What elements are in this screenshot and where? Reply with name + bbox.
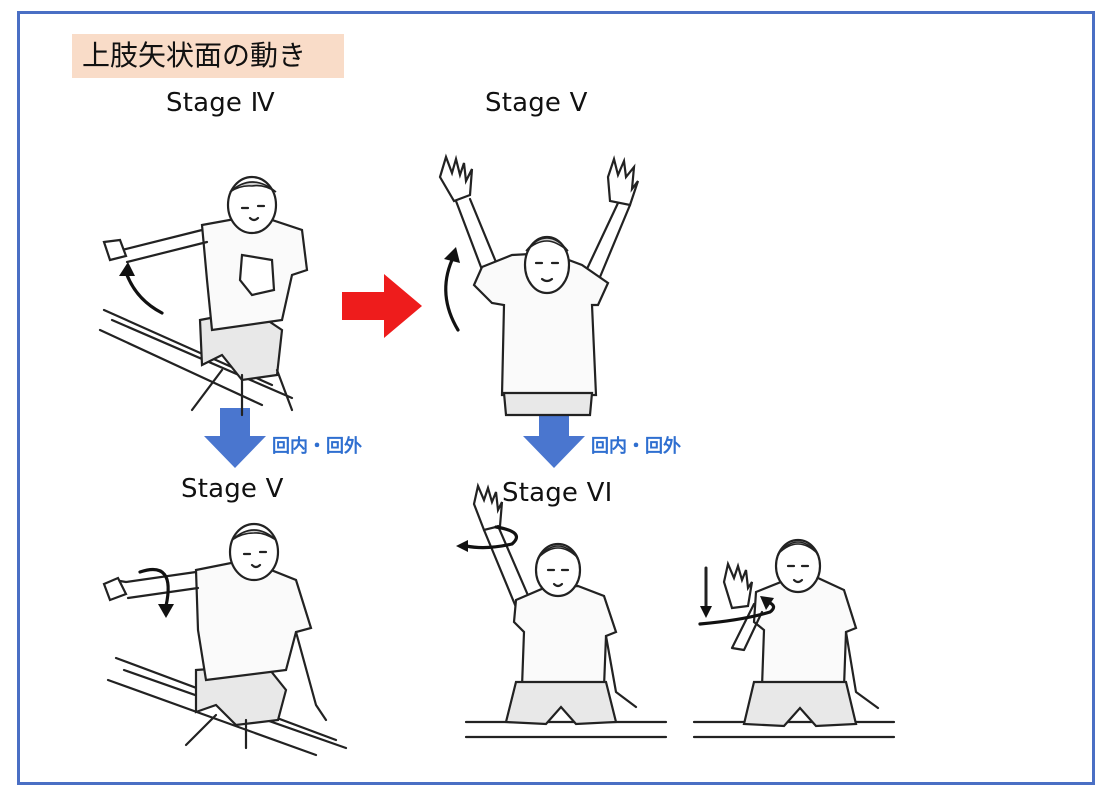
illustration-stage-iv bbox=[98, 175, 309, 417]
illustration-stage-vi-arm-raised bbox=[456, 482, 668, 739]
title-box bbox=[72, 34, 344, 78]
blue-down-arrow-icon bbox=[523, 408, 585, 468]
illustration-stage-v-top bbox=[438, 153, 640, 417]
illustration-stage-v-bottom bbox=[102, 522, 348, 757]
pronation-supination-note-left: 回内・回外 bbox=[272, 436, 362, 457]
illustration-stage-vi-arm-bent bbox=[692, 538, 896, 739]
blue-down-arrow-icon bbox=[204, 408, 266, 468]
stage-label-top-right: Stage V bbox=[485, 88, 588, 118]
slide-title: 上肢矢状面の動き bbox=[82, 39, 307, 72]
stage-label-bottom-left: Stage V bbox=[181, 474, 284, 504]
red-arrow-icon bbox=[342, 274, 422, 338]
stage-label-bottom-right: Stage VI bbox=[502, 478, 613, 508]
pronation-supination-note-right: 回内・回外 bbox=[591, 436, 681, 457]
stage-label-top-left: Stage Ⅳ bbox=[166, 88, 275, 118]
